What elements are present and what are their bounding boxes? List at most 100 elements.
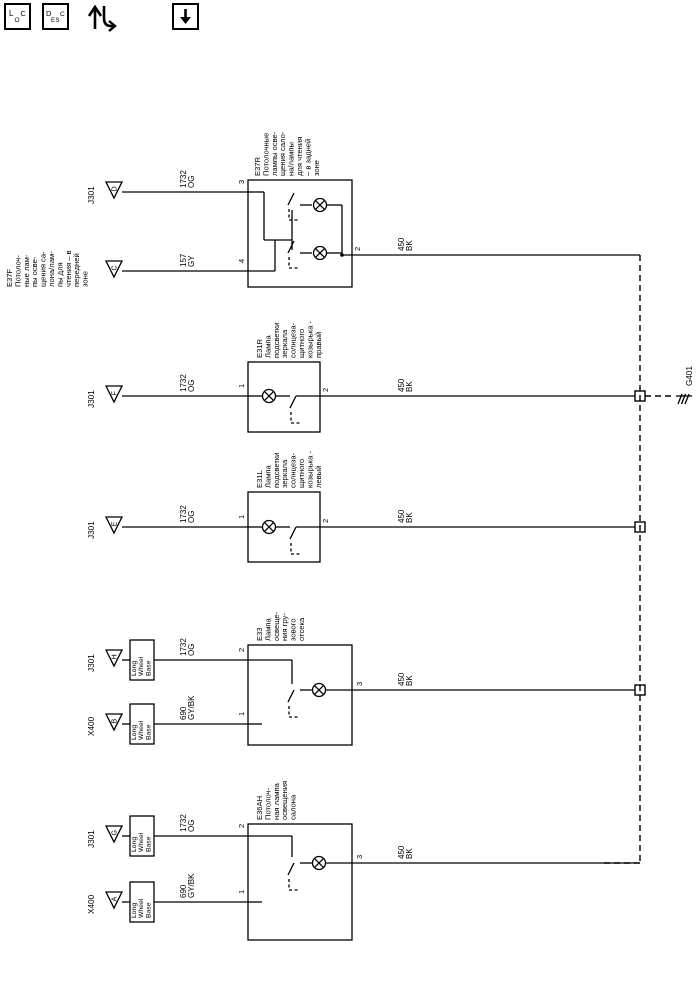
- e33-label-line: E33: [255, 627, 264, 641]
- e31r-label-line: подсветки: [272, 323, 281, 358]
- e31r-label-line: E31R: [255, 338, 264, 358]
- e37r-label-line: для чтения: [295, 137, 304, 176]
- long-wheel-base-text: Base: [145, 724, 152, 740]
- pin-number: 2: [237, 648, 246, 652]
- e37r-label-line: лампы осве-: [270, 131, 279, 176]
- circuit-number: 450: [397, 672, 406, 686]
- long-wheel-base-box: [129, 639, 155, 681]
- e37f-label-line: лона/лам-: [47, 251, 56, 287]
- download-button[interactable]: [172, 3, 199, 30]
- connector-arrow: [104, 516, 124, 535]
- long-wheel-base-text: Wheel: [138, 832, 145, 852]
- connector-cavity-letter: H: [110, 654, 119, 659]
- connector-cavity-letter: A: [110, 897, 119, 902]
- desc-letter: C: [60, 11, 65, 18]
- loc-letter: C: [21, 11, 26, 18]
- connector-id: J301: [87, 186, 96, 204]
- e36ah-label-line: E36AH: [255, 796, 264, 820]
- e36ah-label-line: ная лампа: [272, 782, 281, 820]
- circuit-number: 450: [397, 237, 406, 251]
- wire-color: GY/BK: [187, 695, 196, 720]
- switch-blade: [289, 395, 297, 409]
- switch-blade: [287, 192, 295, 206]
- description-view-button[interactable]: D E S C: [42, 3, 69, 30]
- lamp-cross: [263, 390, 275, 402]
- connector-cavity-letter: E: [110, 522, 119, 527]
- e33-label-line: освеще-: [272, 611, 281, 641]
- download-arrow-icon: [180, 9, 191, 24]
- desc-letter: E: [51, 18, 55, 24]
- e31l-label-line: щитного: [297, 459, 306, 488]
- connector-cavity-letter: F: [110, 391, 119, 396]
- e37r-label-line: зоне: [312, 160, 321, 176]
- connector-id: J301: [87, 830, 96, 848]
- e37r-label-line: E37R: [253, 156, 262, 176]
- connector-id: J301: [87, 390, 96, 408]
- lamp-cross: [314, 247, 326, 259]
- long-wheel-base-box: [129, 815, 155, 857]
- connector-cavity-letter: B: [110, 719, 119, 724]
- connector-arrow: [104, 649, 124, 668]
- location-view-button[interactable]: L O C: [4, 3, 31, 30]
- pin-number: 2: [353, 247, 362, 251]
- e31l-label-line: левый: [314, 466, 323, 488]
- description-view-icon: D E S C: [46, 9, 65, 24]
- e37r-label-line: Потолочные: [261, 133, 270, 176]
- pin-number: 1: [237, 515, 246, 519]
- switch-mechanical-link: [288, 706, 299, 718]
- e37f-label-line: пы для: [55, 262, 64, 287]
- wire-color: OG: [187, 380, 196, 392]
- connector-arrow: [104, 385, 124, 404]
- circuit-number: 1732: [179, 814, 188, 832]
- long-wheel-base-text: Long: [131, 903, 138, 918]
- e37r-component-box: [247, 179, 353, 288]
- connector-cavity-letter: D: [110, 186, 119, 191]
- e37r-label-line: щения сало-: [278, 131, 287, 176]
- circuit-number: 157: [179, 253, 188, 267]
- circuit-number: 690: [179, 884, 188, 898]
- e37f-label-line: чтения – в: [64, 250, 73, 287]
- e33-label-line: ния гру-: [280, 613, 289, 641]
- e33-component-box: [247, 644, 353, 746]
- e37f-label-line: E37F: [5, 268, 14, 287]
- ground-label: G401: [685, 366, 694, 386]
- e36ah-component-box: [247, 823, 353, 941]
- pin-number: 3: [355, 682, 364, 686]
- e31r-label-line: солнцеза-: [289, 322, 298, 358]
- wire-color: OG: [187, 820, 196, 832]
- long-wheel-base-text: Long: [131, 661, 138, 676]
- circuit-number: 1732: [179, 505, 188, 523]
- switch-mechanical-link: [288, 879, 299, 891]
- switch-mechanical-link: [288, 257, 299, 269]
- signal-flow-icon[interactable]: [84, 2, 118, 34]
- long-wheel-base-text: Base: [145, 836, 152, 852]
- long-wheel-base-text: Long: [131, 725, 138, 740]
- e33-label-line: Лампа: [263, 617, 272, 641]
- pin-number: 1: [237, 384, 246, 388]
- pin-number: 1: [237, 712, 246, 716]
- wire-color: GY/BK: [187, 873, 196, 898]
- connector-arrow: [104, 891, 124, 910]
- switch-blade: [287, 689, 295, 703]
- e36ah-label-line: освещения: [280, 781, 289, 820]
- wire-color: BK: [405, 381, 414, 392]
- e31r-label-line: зеркала: [280, 329, 289, 358]
- desc-letter: S: [56, 18, 60, 24]
- switch-blade: [287, 240, 295, 254]
- e33-label-line: отсека: [297, 617, 306, 641]
- switch-blade: [287, 862, 295, 876]
- connector-id: X400: [87, 716, 96, 736]
- e37f-label-line: щения са-: [39, 251, 48, 287]
- pin-number: 4: [237, 259, 246, 263]
- pin-number: 2: [237, 824, 246, 828]
- connector-arrow: [104, 825, 124, 844]
- wire-color: BK: [405, 848, 414, 859]
- pin-number: 2: [321, 519, 330, 523]
- switch-mechanical-link: [290, 543, 301, 555]
- long-wheel-base-text: Base: [145, 660, 152, 676]
- lamp-cross: [263, 521, 275, 533]
- e31l-label-line: солнцеза-: [289, 452, 298, 488]
- wire-color: OG: [187, 511, 196, 523]
- e31r-label-line: правый: [314, 332, 323, 358]
- long-wheel-base-text: Long: [131, 837, 138, 852]
